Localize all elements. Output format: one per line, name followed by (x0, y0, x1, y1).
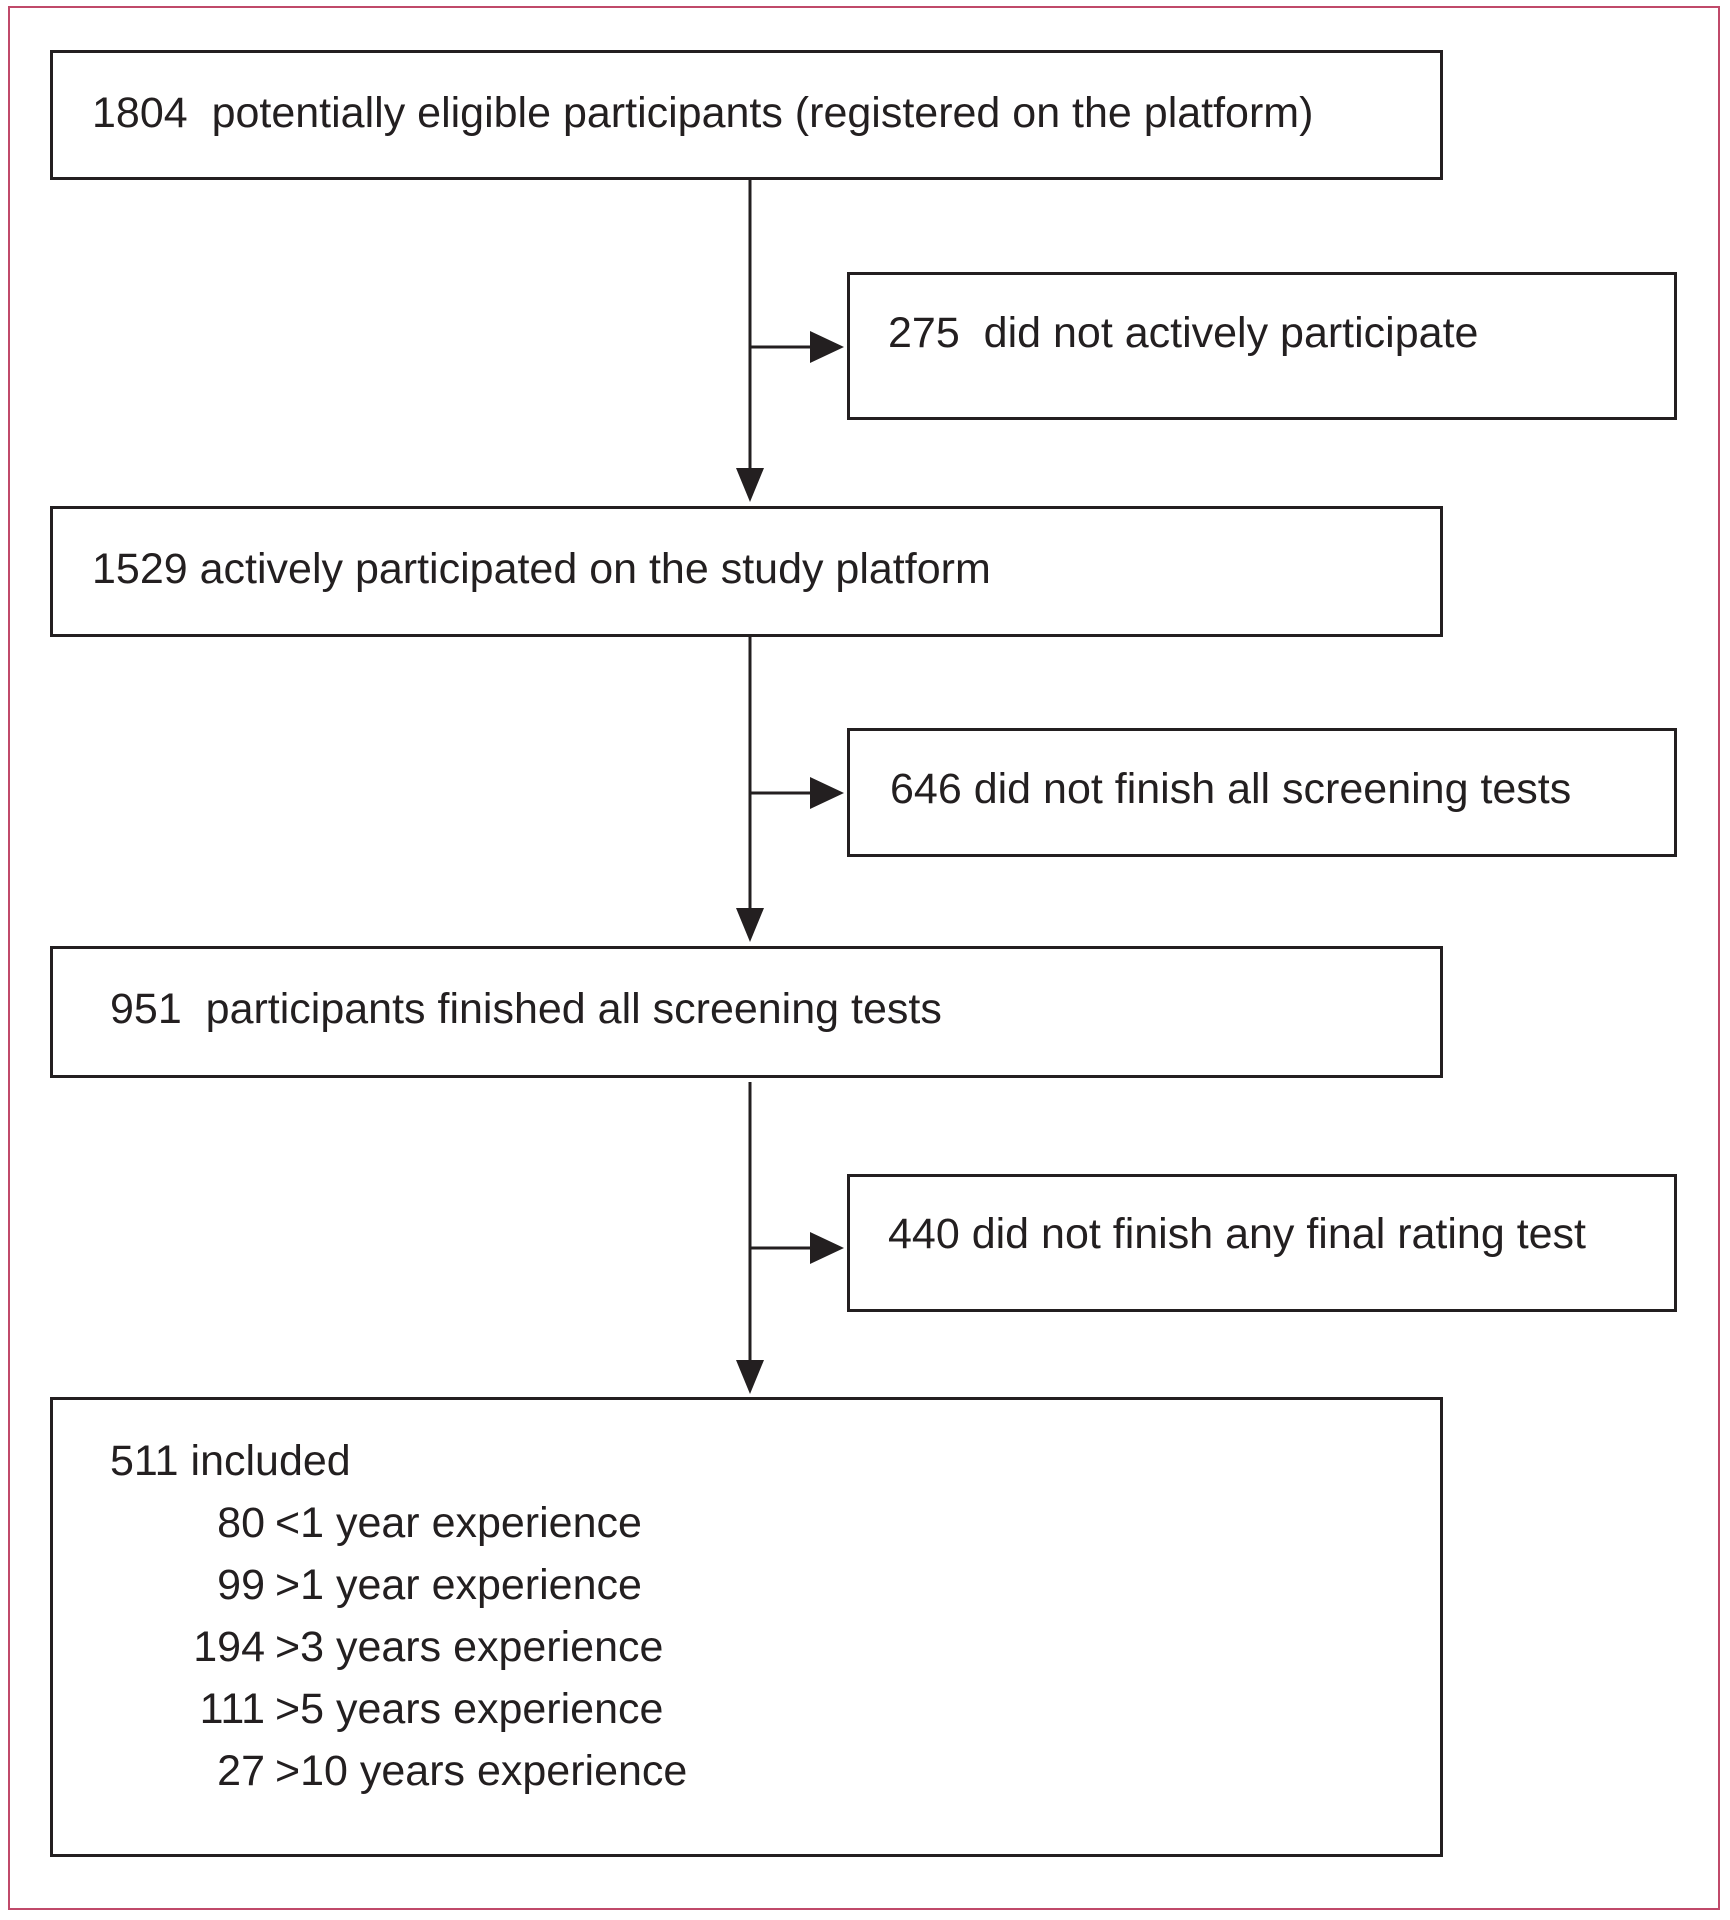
experience-row: 99 >1 year experience (50, 1554, 687, 1616)
arrowhead-down-1 (736, 468, 764, 502)
experience-text: >5 years experience (275, 1685, 664, 1733)
not-active-text: did not actively participate (983, 309, 1479, 357)
active-count: 1529 (92, 545, 188, 593)
eligible-label: 1804 potentially eligible participants (… (92, 92, 1313, 135)
active-label: 1529 actively participated on the study … (92, 548, 991, 591)
figure-frame (8, 6, 1720, 1910)
included-text: included (190, 1437, 351, 1485)
experience-text: >10 years experience (275, 1747, 688, 1795)
arrowhead-right-1 (810, 331, 844, 363)
not-finished-screening-count: 646 (890, 765, 962, 813)
finished-screening-box (50, 946, 1443, 1078)
arrowhead-down-2 (736, 908, 764, 942)
not-active-label: 275 did not actively participate (888, 312, 1478, 355)
not-finished-screening-label: 646 did not finish all screening tests (890, 768, 1571, 811)
not-finished-screening-text: did not finish all screening tests (973, 765, 1572, 813)
experience-count: 99 (217, 1561, 265, 1609)
included-count: 511 (110, 1437, 179, 1485)
experience-count: 80 (217, 1499, 265, 1547)
not-active-count: 275 (888, 309, 960, 357)
arrowhead-right-3 (810, 1232, 844, 1264)
experience-row: 111 >5 years experience (50, 1678, 687, 1740)
experience-row: 27 >10 years experience (50, 1740, 687, 1802)
finished-screening-count: 951 (110, 985, 182, 1033)
arrowhead-down-3 (736, 1360, 764, 1394)
not-finished-rating-count: 440 (888, 1210, 960, 1258)
eligible-box (50, 50, 1443, 180)
experience-row: 194 >3 years experience (50, 1616, 687, 1678)
not-finished-rating-text: did not finish any final rating test (971, 1210, 1587, 1258)
included-box (50, 1397, 1443, 1857)
not-finished-rating-label: 440 did not finish any final rating test (888, 1213, 1586, 1256)
eligible-count: 1804 (92, 89, 188, 137)
experience-text: <1 year experience (275, 1499, 642, 1547)
active-box (50, 506, 1443, 637)
experience-breakdown: 80 <1 year experience 99 >1 year experie… (50, 1492, 687, 1802)
arrowhead-right-2 (810, 777, 844, 809)
experience-text: >1 year experience (275, 1561, 642, 1609)
eligible-text: potentially eligible participants (regis… (211, 89, 1314, 137)
experience-count: 27 (217, 1747, 265, 1795)
finished-screening-label: 951 participants finished all screening … (110, 988, 942, 1031)
experience-count: 194 (193, 1623, 265, 1671)
experience-text: >3 years experience (275, 1623, 664, 1671)
included-label: 511 included (110, 1440, 351, 1483)
finished-screening-text: participants finished all screening test… (205, 985, 942, 1033)
not-active-box (847, 272, 1677, 420)
active-text: actively participated on the study platf… (199, 545, 991, 593)
not-finished-screening-box (847, 728, 1677, 857)
experience-row: 80 <1 year experience (50, 1492, 687, 1554)
experience-count: 111 (199, 1685, 265, 1733)
not-finished-rating-box (847, 1174, 1677, 1312)
